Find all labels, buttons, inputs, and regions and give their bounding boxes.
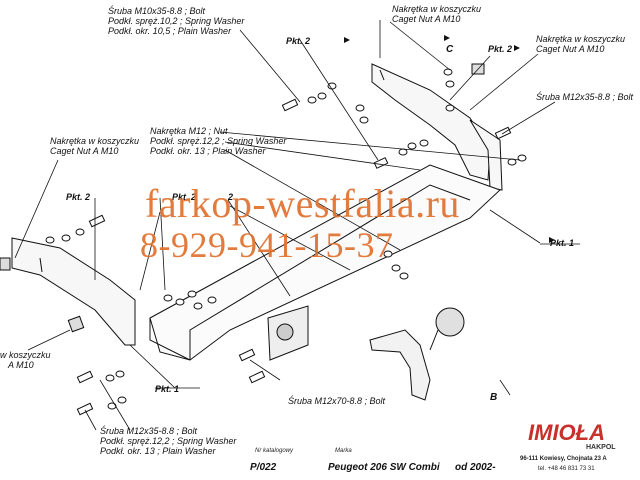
bolt-top-label: Śruba M10x35-8.8 ; Bolt [108, 6, 206, 16]
marka-value: Peugeot 206 SW Combi [328, 462, 440, 473]
caged-nut-top-sub: Caget Nut A M10 [392, 14, 461, 24]
caged-nut-lower-sub: A M10 [8, 360, 34, 370]
caged-nut-right-sub: Caget Nut A M10 [536, 44, 605, 54]
pkt1-bottom: Pkt. 1 [155, 384, 180, 394]
watermark-site: farkop-westfalia.ru [145, 181, 460, 226]
catalog-value: P/022 [250, 462, 277, 473]
spring-washer-bottom-label: Podkł. spręż.12,2 ; Spring Washer [100, 436, 237, 446]
washer-top-label: Podkł. spręż.10,2 ; Spring Washer [108, 16, 245, 26]
brand-address: 96-111 Kowiesy, Chojnata 23 A [520, 456, 607, 462]
caged-nut-left-label: Nakrętka w koszyczku [50, 136, 140, 146]
brand-phone: tel. +48 46 831 73 31 [538, 466, 595, 472]
pkt2-center: 2 [228, 192, 234, 202]
bolt-center-label: Śruba M12x70-8.8 ; Bolt [288, 396, 386, 406]
pkt1-right: Pkt. 1 [550, 238, 575, 248]
plain-washer-mid-label: Podkł. okr. 13 ; Plain Washer [150, 146, 266, 156]
part-letter-b: B [490, 392, 498, 403]
brand-sub: HAKPOL [586, 444, 616, 451]
pkt2-left: Pkt. 2 [66, 192, 91, 202]
pkt2-mid: Pkt. 2 [172, 192, 197, 202]
part-letter-c: C [446, 44, 454, 55]
bolt-right-label: Śruba M12x35-8.8 ; Bolt [536, 92, 634, 102]
spring-washer-mid-label: Podkł. spręż.12,2 ; Spring Washer [150, 136, 287, 146]
caged-nut-right-label: Nakrętka w koszyczku [536, 34, 626, 44]
watermark-phone: 8-929-941-15-37 [140, 225, 394, 265]
pkt2-top: Pkt. 2 [286, 36, 311, 46]
caged-nut-left-sub: Caget Nut A M10 [50, 146, 119, 156]
marka-caption: Marka [335, 448, 352, 454]
brand-logo: IMIOŁA [528, 420, 605, 445]
plain-washer-bottom-label: Podkł. okr. 13 ; Plain Washer [100, 446, 216, 456]
year-value: od 2002- [455, 462, 496, 473]
plain-washer-top-label: Podkł. okr. 10,5 ; Plain Washer [108, 26, 232, 36]
bolt-bottom-label: Śruba M12x35-8.8 ; Bolt [100, 426, 198, 436]
catalog-caption: Nr katalogowy [255, 448, 294, 454]
nut-m12-label: Nakrętka M12 ; Nut [150, 126, 228, 136]
pkt2-right: Pkt. 2 [488, 44, 513, 54]
caged-nut-top-label: Nakrętka w koszyczku [392, 4, 482, 14]
caged-nut-lower-label: w koszyczku [0, 350, 51, 360]
